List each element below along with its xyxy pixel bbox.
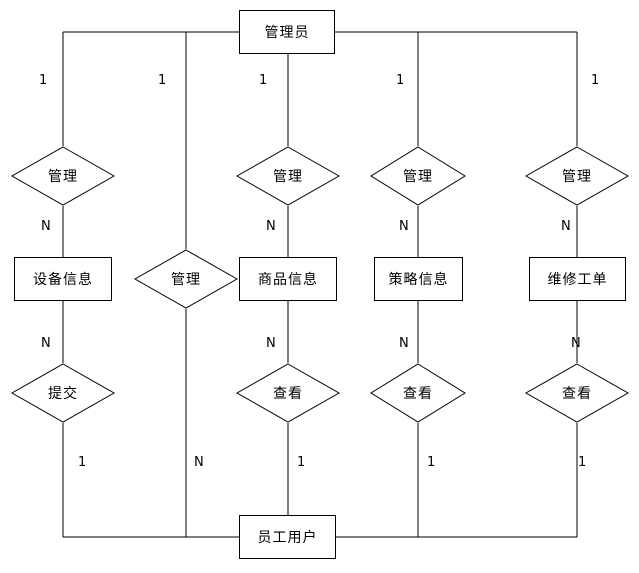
entity-repair[interactable]: 维修工单 [529, 257, 626, 301]
diamond-shape [11, 363, 115, 423]
entity-strategy-label: 策略信息 [388, 272, 449, 288]
cardinality-label: 1 [39, 73, 48, 88]
entity-staff-label: 员工用户 [257, 530, 318, 546]
diamond-shape [236, 363, 340, 423]
cardinality-label: N [399, 336, 409, 351]
relationship-manage-staff-label: 管理 [171, 272, 201, 288]
diamond-shape [525, 363, 629, 423]
entity-strategy[interactable]: 策略信息 [374, 257, 463, 301]
relationship-manage-repair[interactable]: 管理 [525, 146, 629, 206]
entity-device[interactable]: 设备信息 [14, 257, 112, 301]
cardinality-label: N [561, 219, 571, 234]
relationship-submit-device[interactable]: 提交 [11, 363, 115, 423]
relationship-submit-device-label: 提交 [48, 386, 78, 402]
cardinality-label: N [41, 336, 51, 351]
cardinality-label: 1 [78, 455, 87, 470]
cardinality-label: N [194, 455, 204, 470]
cardinality-label: 1 [259, 73, 268, 88]
diamond-shape [370, 146, 466, 206]
relationship-view-strategy-label: 查看 [403, 386, 433, 402]
relationship-view-goods-label: 查看 [273, 386, 303, 402]
relationship-view-repair-label: 查看 [562, 386, 592, 402]
relationship-manage-repair-label: 管理 [562, 169, 592, 185]
relationship-manage-device[interactable]: 管理 [11, 146, 115, 206]
cardinality-label: N [266, 219, 276, 234]
relationship-manage-goods-label: 管理 [273, 169, 303, 185]
diamond-shape [134, 249, 238, 309]
relationship-view-repair[interactable]: 查看 [525, 363, 629, 423]
relationship-manage-strategy-label: 管理 [403, 169, 433, 185]
relationship-manage-goods[interactable]: 管理 [236, 146, 340, 206]
diamond-shape [370, 363, 466, 423]
cardinality-label: N [266, 336, 276, 351]
cardinality-label: 1 [591, 73, 600, 88]
entity-device-label: 设备信息 [33, 272, 93, 288]
diamond-shape [525, 146, 629, 206]
relationship-manage-staff[interactable]: 管理 [134, 249, 238, 309]
cardinality-label: 1 [396, 73, 405, 88]
relationship-view-goods[interactable]: 查看 [236, 363, 340, 423]
relationship-manage-strategy[interactable]: 管理 [370, 146, 466, 206]
cardinality-label: 1 [297, 455, 306, 470]
diamond-shape [11, 146, 115, 206]
cardinality-label: N [41, 219, 51, 234]
cardinality-label: 1 [427, 455, 436, 470]
entity-admin-label: 管理员 [264, 25, 310, 41]
cardinality-label: N [399, 219, 409, 234]
cardinality-label: 1 [578, 455, 587, 470]
diamond-shape [236, 146, 340, 206]
relationship-view-strategy[interactable]: 查看 [370, 363, 466, 423]
entity-goods-label: 商品信息 [258, 272, 318, 288]
entity-repair-label: 维修工单 [547, 272, 608, 288]
entity-admin[interactable]: 管理员 [239, 10, 335, 54]
cardinality-label: N [571, 336, 581, 351]
relationship-manage-device-label: 管理 [48, 169, 78, 185]
entity-staff[interactable]: 员工用户 [239, 515, 336, 559]
cardinality-label: 1 [158, 73, 167, 88]
entity-goods[interactable]: 商品信息 [239, 257, 337, 301]
